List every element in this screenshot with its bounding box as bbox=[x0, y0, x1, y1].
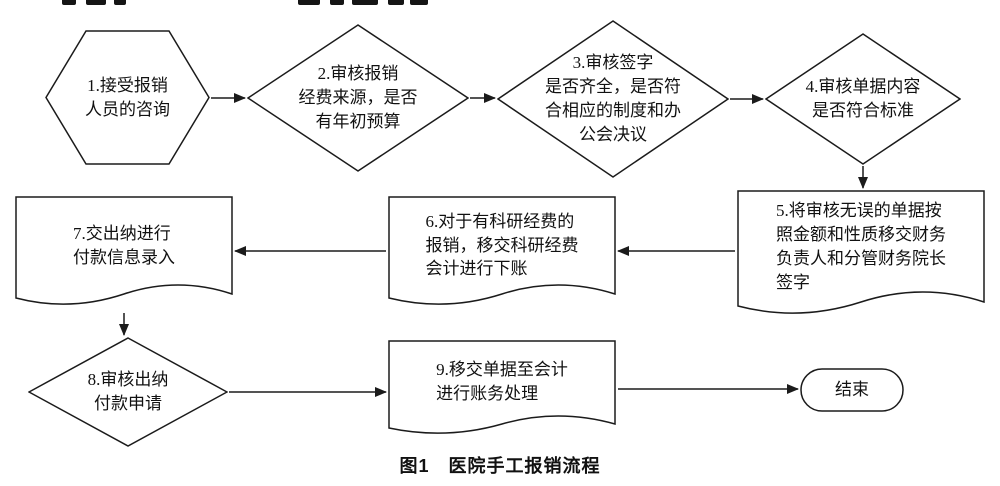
flow-node-4: 4.审核单据内容 是否符合标准 bbox=[765, 33, 961, 165]
flow-node-7-label: 7.交出纳进行 付款信息录入 bbox=[73, 223, 175, 267]
flow-node-3: 3.审核签字 是否齐全，是否符 合相应的制度和办 公会决议 bbox=[497, 20, 729, 178]
flow-node-9: 9.移交单据至会计 进行账务处理 bbox=[388, 340, 616, 440]
flow-node-1: 1.接受报销 人员的咨询 bbox=[45, 30, 210, 165]
cropped-text-artifact bbox=[298, 0, 320, 5]
cropped-text-artifact bbox=[410, 0, 428, 5]
document-shape bbox=[388, 340, 616, 434]
cropped-text-artifact bbox=[86, 0, 106, 5]
flow-node-8: 8.审核出纳 付款申请 bbox=[28, 337, 228, 447]
terminator-shape bbox=[800, 368, 904, 412]
cropped-text-artifact bbox=[388, 0, 404, 5]
flow-node-7: 7.交出纳进行 付款信息录入 bbox=[15, 196, 233, 311]
diamond-shape bbox=[28, 337, 228, 447]
figure-caption: 图1 医院手工报销流程 bbox=[399, 456, 601, 476]
flow-node-2-label: 2.审核报销 经费来源，是否 有年初预算 bbox=[298, 64, 418, 131]
diamond-shape bbox=[247, 24, 469, 172]
flow-node-3-label: 3.审核签字 是否齐全，是否符 合相应的制度和办 公会决议 bbox=[545, 53, 681, 144]
flow-node-2: 2.审核报销 经费来源，是否 有年初预算 bbox=[247, 24, 469, 172]
flow-node-5: 5.将审核无误的单据按 照金额和性质移交财务 负责人和分管财务院长 签字 bbox=[737, 190, 985, 320]
document-shape bbox=[15, 196, 233, 305]
flow-node-6-label: 6.对于有科研经费的 报销，移交科研经费 会计进行下账 bbox=[425, 211, 579, 279]
document-shape bbox=[388, 196, 616, 305]
cropped-text-artifact bbox=[330, 0, 344, 5]
flow-node-end-label: 结束 bbox=[835, 380, 869, 400]
flow-node-8-label: 8.审核出纳 付款申请 bbox=[87, 370, 169, 413]
cropped-text-artifact bbox=[114, 0, 126, 5]
document-shape bbox=[737, 190, 985, 314]
diamond-shape bbox=[765, 33, 961, 165]
flow-node-4-label: 4.审核单据内容 是否符合标准 bbox=[805, 77, 921, 120]
cropped-text-artifact bbox=[352, 0, 378, 5]
flow-node-5-label: 5.将审核无误的单据按 照金额和性质移交财务 负责人和分管财务院长 签字 bbox=[776, 201, 946, 292]
diamond-shape bbox=[497, 20, 729, 178]
flow-node-end: 结束 bbox=[800, 368, 904, 412]
flow-node-6: 6.对于有科研经费的 报销，移交科研经费 会计进行下账 bbox=[388, 196, 616, 311]
flow-node-1-label: 1.接受报销 人员的咨询 bbox=[85, 75, 170, 119]
cropped-text-artifact bbox=[62, 0, 76, 5]
hexagon-shape bbox=[45, 30, 210, 165]
flow-node-9-label: 9.移交单据至会计 进行账务处理 bbox=[436, 360, 568, 403]
